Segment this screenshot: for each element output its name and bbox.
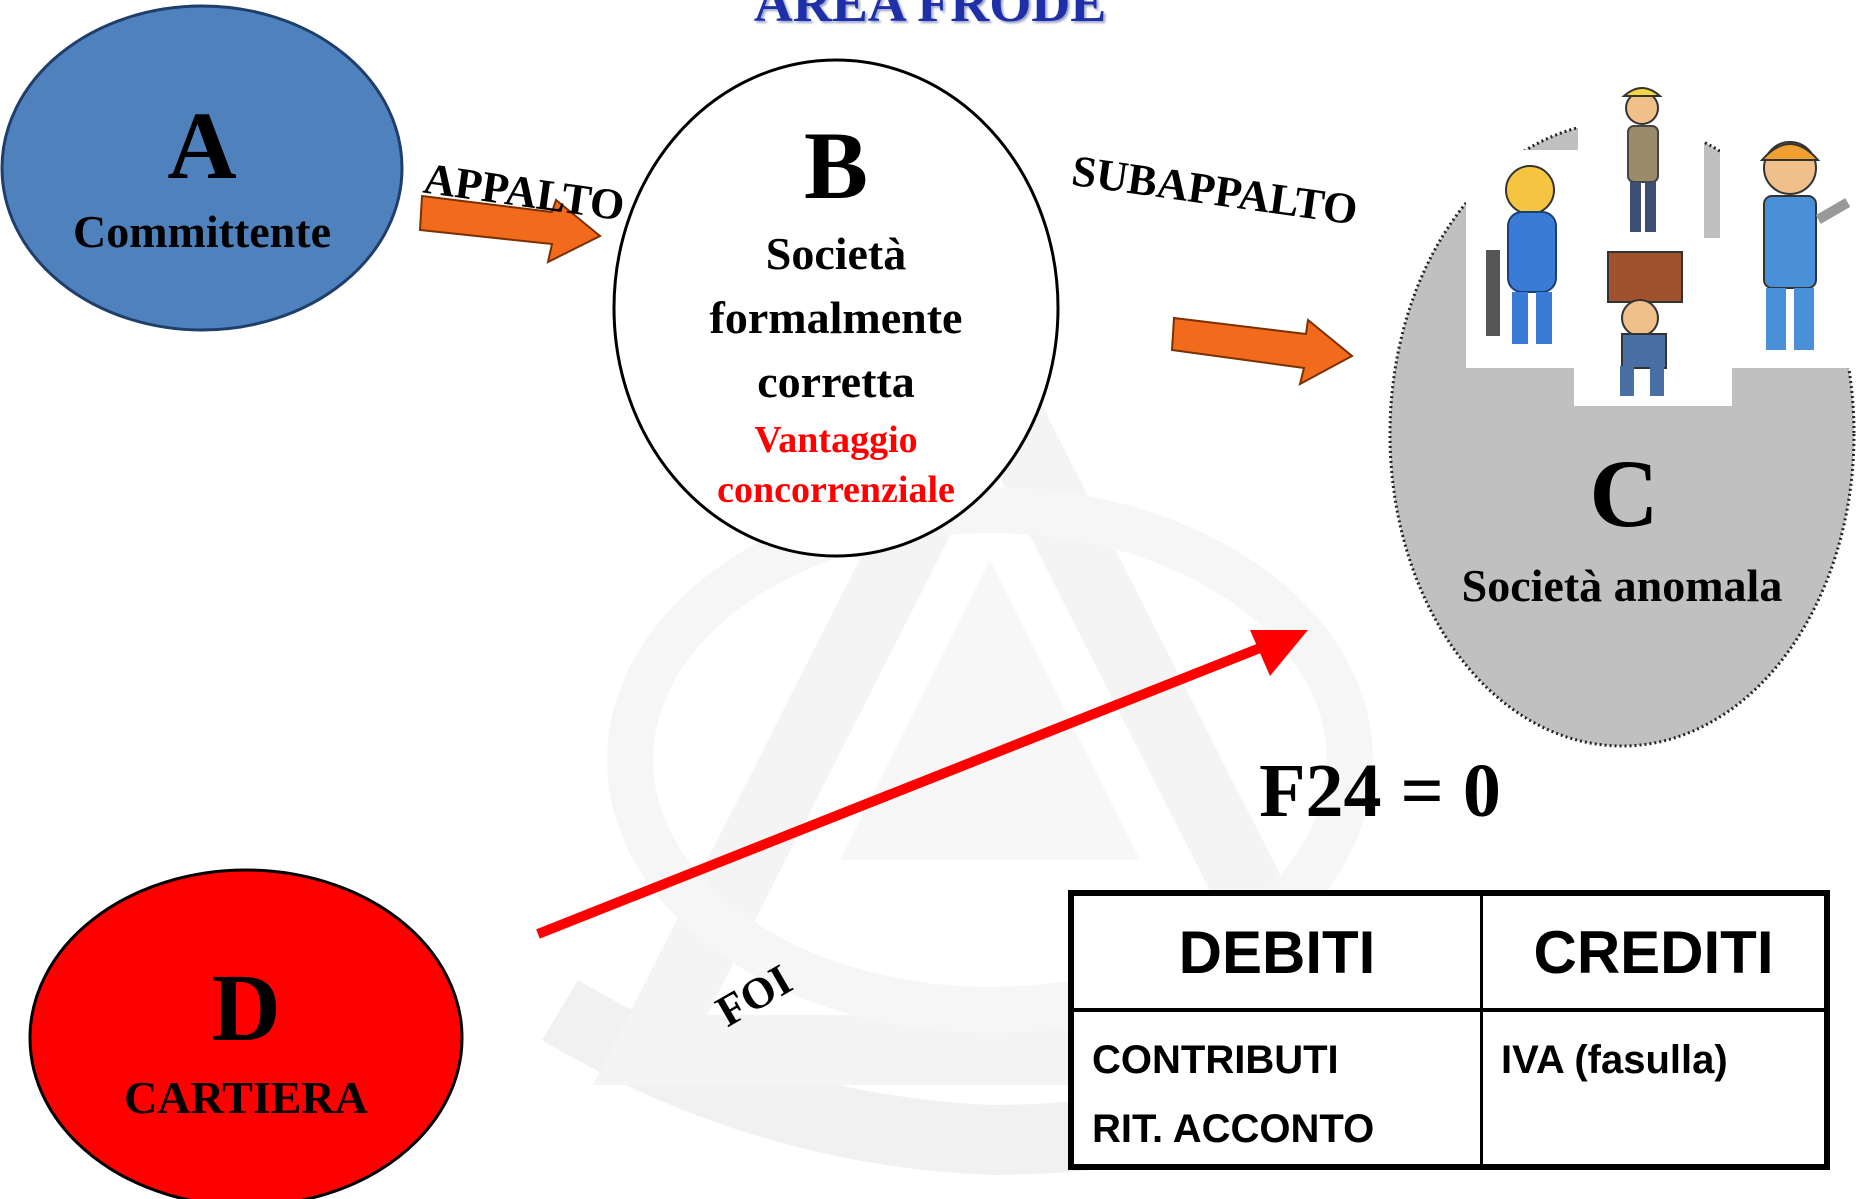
ledger-crediti-item: IVA (fasulla) [1501, 1038, 1728, 1082]
f24-label: F24 = 0 [1259, 749, 1501, 833]
arrow-subappalto [1170, 316, 1354, 386]
workers-illustration [1466, 80, 1854, 406]
node-c-label: Società anomala [1461, 560, 1783, 611]
node-b-highlight-1: Vantaggio [754, 419, 918, 461]
arrow-foi-head [1250, 630, 1308, 676]
arrow-appalto [418, 194, 602, 264]
ledger-cell-crediti: IVA (fasulla) [1480, 1008, 1829, 1169]
node-d-label: CARTIERA [124, 1072, 368, 1123]
node-b-label-2: formalmente [709, 292, 963, 343]
ledger-debiti-item: CONTRIBUTI [1092, 1038, 1339, 1082]
worker-jackhammer-icon [1486, 165, 1557, 344]
node-d-ellipse [28, 868, 464, 1199]
worker-wrench-icon [1759, 141, 1851, 350]
ledger-cell-debiti: CONTRIBUTI RIT. ACCONTO [1069, 1008, 1483, 1169]
page-title: AREA FRODE [753, 0, 1107, 33]
worker-carrying-icon [1607, 251, 1683, 396]
ledger-header-crediti: CREDITI [1480, 891, 1829, 1012]
node-d-letter: D [211, 954, 281, 1061]
node-b-ellipse [612, 58, 1060, 558]
node-b-letter: B [803, 112, 869, 219]
arrow-foi-line [536, 643, 1262, 939]
node-b-label-3: corretta [757, 356, 915, 407]
ledger-table: DEBITI CREDITI CONTRIBUTI RIT. ACCONTO I… [1068, 890, 1830, 1170]
worker-standing-icon [1621, 87, 1663, 232]
ledger-header-debiti: DEBITI [1069, 891, 1483, 1012]
node-c-letter: C [1589, 440, 1659, 547]
node-a-ellipse [0, 4, 404, 332]
ledger-debiti-item: RIT. ACCONTO [1092, 1106, 1375, 1151]
node-b-label-1: Società [765, 228, 907, 279]
node-b-highlight-2: concorrenziale [717, 469, 955, 511]
node-a-label: Committente [72, 206, 331, 257]
node-a-letter: A [167, 92, 237, 199]
